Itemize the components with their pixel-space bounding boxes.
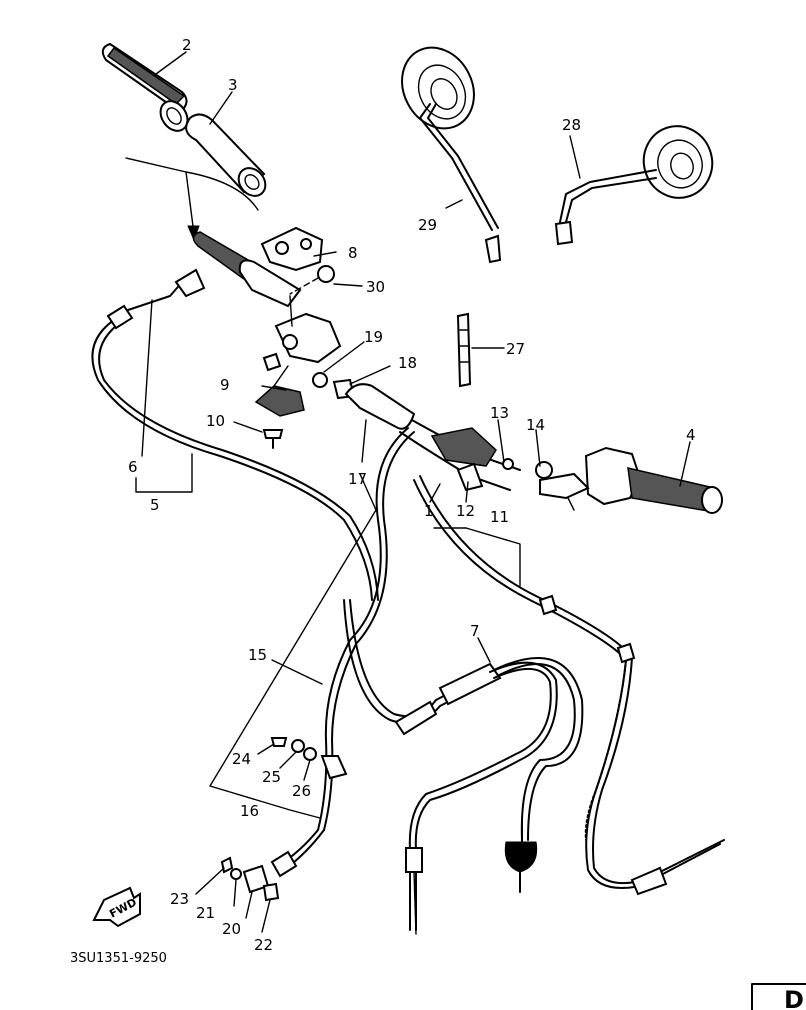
label-18: 18 bbox=[398, 354, 417, 372]
handlebar-bar bbox=[344, 383, 521, 492]
label-15: 15 bbox=[248, 646, 267, 664]
lever-bracket-9 bbox=[254, 365, 305, 417]
label-29: 29 bbox=[418, 216, 437, 234]
label-10: 10 bbox=[206, 412, 225, 430]
label-13: 13 bbox=[490, 404, 509, 422]
label-12: 12 bbox=[456, 502, 475, 520]
label-24: 24 bbox=[232, 750, 251, 768]
switch-housing-8 bbox=[260, 226, 324, 272]
label-21: 21 bbox=[196, 904, 215, 922]
choke-cable-7 bbox=[343, 599, 584, 935]
label-2: 2 bbox=[182, 36, 192, 54]
label-5: 5 bbox=[150, 496, 160, 514]
label-22: 22 bbox=[254, 936, 273, 954]
label-1: 1 bbox=[424, 502, 434, 520]
label-8: 8 bbox=[348, 244, 358, 262]
label-3: 3 bbox=[228, 76, 238, 94]
svg-text:D: D bbox=[784, 986, 804, 1010]
label-9: 9 bbox=[220, 376, 230, 394]
label-25: 25 bbox=[262, 768, 281, 786]
small-hardware bbox=[220, 737, 317, 902]
right-mirror-28 bbox=[554, 125, 714, 246]
label-14: 14 bbox=[526, 416, 545, 434]
left-grip bbox=[101, 43, 189, 132]
lever-holder bbox=[262, 295, 342, 372]
left-mirror-29 bbox=[401, 46, 502, 264]
diagram-code: 3SU1351-9250 bbox=[70, 951, 167, 966]
cable-tie-27 bbox=[456, 312, 472, 388]
clutch-cable-11 bbox=[413, 475, 725, 896]
label-11: 11 bbox=[490, 508, 509, 526]
label-30: 30 bbox=[366, 278, 385, 296]
right-grip-assembly bbox=[502, 446, 723, 514]
part-labels: 2 3 8 30 9 10 19 18 27 29 28 13 14 4 17 … bbox=[128, 36, 696, 954]
assembly-arrow bbox=[185, 171, 195, 235]
brake-cable-15-16 bbox=[270, 427, 415, 878]
throttle-sleeve bbox=[185, 113, 267, 197]
label-4: 4 bbox=[686, 426, 696, 444]
corner-tab: D bbox=[751, 983, 806, 1010]
label-7: 7 bbox=[470, 622, 480, 640]
throttle-cable-5 bbox=[91, 268, 379, 601]
assembly-bracket bbox=[125, 157, 259, 211]
label-27: 27 bbox=[506, 340, 525, 358]
left-handlebar-grip bbox=[192, 231, 302, 308]
cap-30 bbox=[317, 265, 335, 283]
label-17: 17 bbox=[348, 470, 367, 488]
label-19: 19 bbox=[364, 328, 383, 346]
label-23: 23 bbox=[170, 890, 189, 908]
washer-19 bbox=[312, 372, 328, 388]
label-16: 16 bbox=[240, 802, 259, 820]
dashed-ref-30 bbox=[289, 277, 319, 295]
leader-lines bbox=[135, 51, 691, 933]
label-20: 20 bbox=[222, 920, 241, 938]
label-26: 26 bbox=[292, 782, 311, 800]
screw-10 bbox=[262, 429, 284, 449]
fwd-arrow-icon: FWD bbox=[92, 886, 141, 928]
label-6: 6 bbox=[128, 458, 138, 476]
label-28: 28 bbox=[562, 116, 581, 134]
